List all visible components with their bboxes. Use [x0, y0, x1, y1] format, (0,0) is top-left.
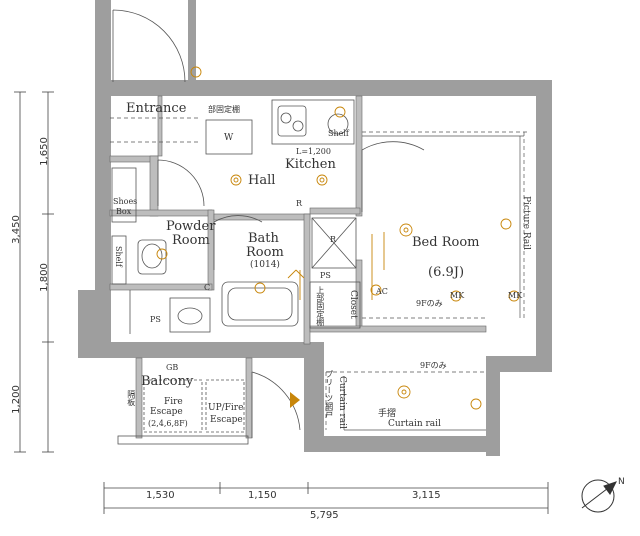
shoes-box [111, 167, 137, 223]
electrical-symbols [156, 66, 520, 410]
entry-arrow-icon [290, 392, 300, 408]
upper-fixed-shelf-label: 上部固定棚 [315, 286, 325, 326]
closet [309, 281, 361, 329]
dim-bottom-1530: 1,530 [146, 490, 175, 501]
dim-left-1800: 1,800 [38, 263, 50, 292]
dim-left-1200: 1,200 [10, 385, 22, 414]
partition-label: 隔板 [126, 390, 136, 406]
fixtures [111, 99, 361, 445]
bathtub [221, 281, 299, 327]
interior-walls [109, 95, 487, 439]
powder-room-label-1: Powder [166, 219, 216, 234]
curtain-rail-horizontal-label: Curtain rail [388, 419, 441, 429]
dimension-lines [14, 91, 549, 514]
entrance-label: Entrance [126, 101, 187, 116]
shoes-box-label-2: Box [116, 207, 132, 216]
shelf-left-label: Shelf [113, 246, 123, 267]
fire-escape-label-2: Escape [150, 407, 183, 417]
kitchen-length-label: L=1,200 [296, 147, 331, 156]
ac-label: AC [376, 287, 388, 296]
dim-left-3450: 3,450 [10, 215, 22, 244]
dashed-rails [110, 117, 530, 430]
washer-label: W [224, 133, 234, 143]
dim-left-1650: 1,650 [38, 137, 50, 166]
c-label: C [204, 283, 211, 292]
balcony-rail [117, 435, 249, 445]
kitchen-label: Kitchen [285, 157, 336, 172]
fixed-shelf-top-label: 部固定棚 [208, 105, 240, 114]
shoes-box-label-1: Shoes [113, 197, 138, 206]
bath-room-label-2: Room [246, 245, 284, 260]
gb-label: GB [166, 363, 179, 372]
shelf-left [111, 235, 127, 285]
fridge-space [311, 217, 357, 269]
fridge-r-label: R [296, 199, 303, 208]
walls [78, 0, 552, 456]
fire-escape-note: (2,4,6,8F) [148, 419, 188, 428]
mk-label-2: MK [508, 291, 523, 300]
door-swings [112, 9, 425, 438]
balcony-label: Balcony [141, 374, 194, 389]
kitchen-counter [271, 99, 355, 145]
nine-f-only-lower: 9Fのみ [420, 361, 447, 370]
fridge-r-label-2: R [330, 235, 337, 244]
north-arrow-icon [581, 479, 617, 513]
bed-room-label: Bed Room [412, 235, 480, 250]
washbasin [169, 297, 211, 333]
picture-rail-label: Picture Rail [520, 196, 531, 250]
pleated-screen-label: プリーツ網戸 [324, 370, 334, 418]
dim-bottom-1150: 1,150 [248, 490, 277, 501]
dim-bottom-3115: 3,115 [412, 490, 441, 501]
curtain-rail-vertical-label: Curtain rail [336, 376, 347, 429]
dim-bottom-total: 5,795 [310, 510, 339, 521]
washer [205, 119, 253, 155]
closet-label: Closet [347, 290, 358, 319]
compass-label: N [618, 477, 625, 487]
fire-escape-label-1: Fire [164, 397, 183, 407]
bed-room-size: (6.9J) [428, 265, 465, 280]
nine-f-only-upper: 9Fのみ [416, 299, 443, 308]
bath-room-size: (1014) [250, 260, 280, 270]
rails [343, 135, 524, 431]
bath-room-label-1: Bath [248, 231, 279, 246]
up-fire-escape-label-2: Escape [210, 415, 243, 425]
mk-label-1: MK [450, 291, 465, 300]
hall-label: Hall [248, 173, 276, 188]
ps-right-label: PS [320, 271, 331, 280]
shelf-top-label: Shelf [328, 129, 349, 138]
handrail-label: 手摺 [378, 409, 397, 419]
powder-room-label-2: Room [172, 233, 210, 248]
ps-left-label: PS [150, 315, 161, 324]
up-fire-escape-label-1: UP/Fire [208, 403, 244, 413]
